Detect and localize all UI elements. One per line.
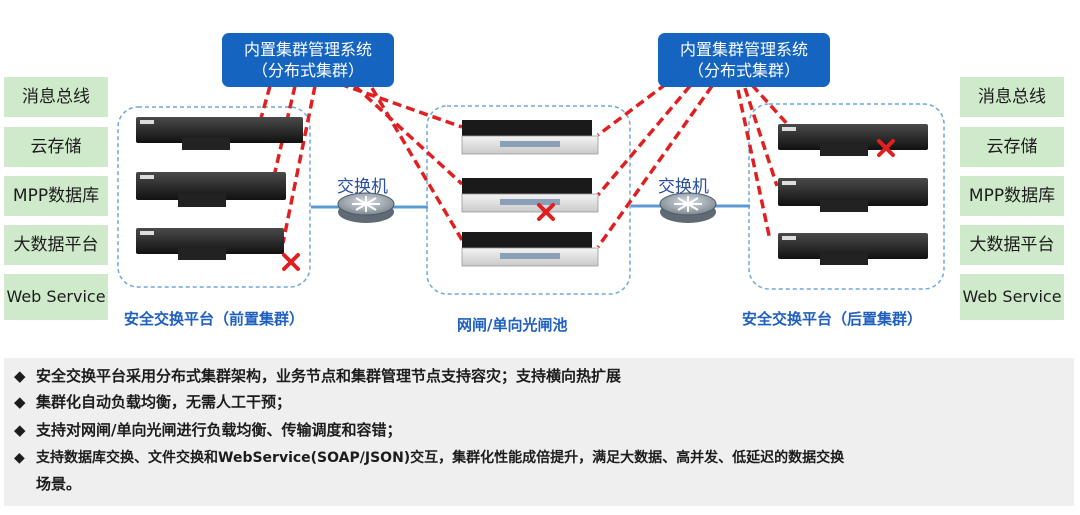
mgmt-system-right: 内置集群管理系统 （分布式集群） (658, 33, 830, 87)
service-webservice-right: Web Service (960, 274, 1064, 320)
failure-x-icon (537, 203, 555, 221)
front-cluster-label: 安全交换平台（前置集群） (124, 310, 305, 328)
failure-x-icon (877, 139, 895, 157)
service-message-bus-left: 消息总线 (4, 77, 108, 117)
note-item: ◆ 集群化自动负载均衡，无需人工干预； (14, 390, 1064, 414)
note-item: ◆ 安全交换平台采用分布式集群架构，业务节点和集群管理节点支持容灾；支持横向热扩展 (14, 364, 1064, 388)
note-item: ◆ 支持对网闸/单向光闸进行负载均衡、传输调度和容错； (14, 418, 1064, 442)
mgmt-right-line1: 内置集群管理系统 (679, 40, 808, 59)
gateway-appliance-3 (461, 232, 599, 267)
mgmt-links-right (596, 82, 792, 249)
mgmt-left-line1: 内置集群管理系统 (243, 40, 372, 59)
gateway-appliance-1 (461, 120, 599, 155)
service-bigdata-right: 大数据平台 (960, 225, 1064, 265)
front-server-1 (136, 117, 303, 150)
front-server-3 (136, 228, 284, 260)
note-text: 安全交换平台采用分布式集群架构，业务节点和集群管理节点支持容灾；支持横向热扩展 (36, 367, 622, 385)
note-text: 场景。 (36, 475, 82, 493)
failure-x-icon (282, 253, 300, 271)
mgmt-system-left: 内置集群管理系统 （分布式集群） (222, 33, 394, 87)
switch-icon-left (337, 192, 395, 223)
back-server-2 (778, 178, 928, 212)
mgmt-left-line2: （分布式集群） (251, 61, 364, 80)
note-item-continuation: 场景。 (36, 472, 1080, 496)
service-bigdata-left: 大数据平台 (4, 225, 108, 265)
note-item: ◆ 支持数据库交换、文件交换和WebService(SOAP/JSON)交互，集群… (14, 446, 1064, 470)
diamond-bullet-icon: ◆ (14, 421, 26, 439)
note-text: 支持数据库交换、文件交换和WebService(SOAP/JSON)交互，集群化… (36, 450, 845, 466)
front-server-2 (136, 172, 286, 207)
back-server-3 (778, 233, 928, 265)
diamond-bullet-icon: ◆ (14, 393, 26, 411)
switch-label-right: 交换机 (658, 177, 709, 197)
gateway-pool-label: 网闸/单向光闸池 (457, 316, 568, 334)
diamond-bullet-icon: ◆ (14, 367, 26, 385)
gateway-appliance-2 (461, 178, 599, 213)
service-mpp-db-right: MPP数据库 (960, 176, 1064, 216)
front-cluster-outline (117, 106, 311, 288)
diamond-bullet-icon: ◆ (14, 450, 25, 466)
note-text: 支持对网闸/单向光闸进行负载均衡、传输调度和容错； (36, 421, 402, 439)
feature-notes: ◆ 安全交换平台采用分布式集群架构，业务节点和集群管理节点支持容灾；支持横向热扩展… (4, 358, 1074, 506)
back-cluster-outline (748, 103, 945, 290)
mgmt-right-line2: （分布式集群） (687, 61, 800, 80)
back-server-1 (778, 124, 928, 156)
service-cloud-storage-right: 云存储 (960, 127, 1064, 167)
service-cloud-storage-left: 云存储 (4, 127, 108, 167)
switch-icon-right (659, 192, 717, 223)
note-text: 集群化自动负载均衡，无需人工干预； (36, 393, 292, 411)
back-cluster-label: 安全交换平台（后置集群） (742, 310, 923, 328)
service-mpp-db-left: MPP数据库 (4, 176, 108, 216)
service-webservice-left: Web Service (4, 274, 108, 320)
architecture-diagram (117, 82, 945, 295)
service-message-bus-right: 消息总线 (960, 77, 1064, 117)
switch-label-left: 交换机 (337, 177, 388, 197)
